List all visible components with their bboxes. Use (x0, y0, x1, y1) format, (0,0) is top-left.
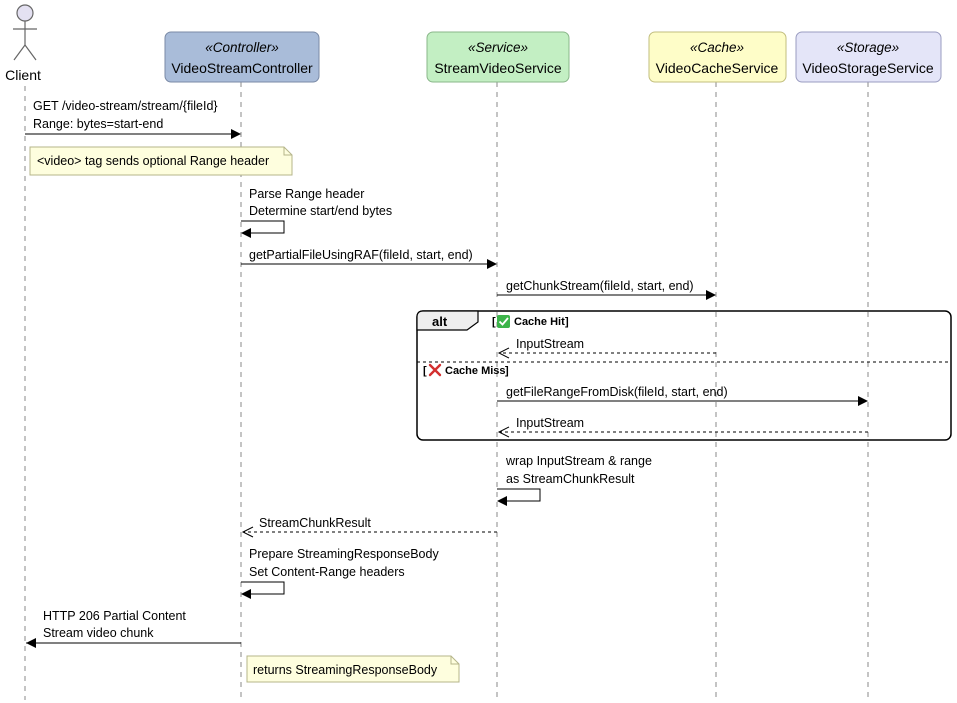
service-stereotype: «Service» (468, 40, 528, 55)
message-label-line1: wrap InputStream & range (505, 454, 652, 468)
guard-cache-miss: Cache Miss (445, 365, 506, 377)
svg-text:]: ] (565, 316, 569, 328)
svg-text:[: [ (423, 365, 427, 377)
participant-cache: «Cache» VideoCacheService (648, 31, 787, 83)
cross-icon (428, 363, 442, 377)
message-label: InputStream (516, 416, 584, 430)
message-prepare-response: Prepare StreamingResponseBody Set Conten… (241, 547, 439, 599)
svg-text:]: ] (505, 365, 509, 377)
message-http-206: HTTP 206 Partial Content Stream video ch… (26, 609, 241, 648)
alt-fragment: alt [ Cache Hit ] [ Cache Miss ] (416, 310, 952, 441)
storage-stereotype: «Storage» (837, 40, 899, 55)
message-input-stream-cache: InputStream (497, 337, 716, 359)
note-returns-streaming-body: returns StreamingResponseBody (246, 655, 460, 683)
message-label-line1: Parse Range header (249, 187, 364, 201)
client-label: Client (5, 67, 41, 83)
participant-storage: «Storage» VideoStorageService (795, 31, 942, 83)
controller-stereotype: «Controller» (205, 40, 279, 55)
check-icon (497, 315, 510, 328)
message-label-line1: GET /video-stream/stream/{fileId} (33, 99, 218, 113)
actor-head-icon (16, 4, 34, 22)
client-actor: Client (5, 4, 41, 83)
message-label-line1: Prepare StreamingResponseBody (249, 547, 439, 561)
note-range-header: <video> tag sends optional Range header (29, 146, 293, 176)
message-wrap-input-stream: wrap InputStream & range as StreamChunkR… (497, 454, 652, 506)
participant-service: «Service» StreamVideoService (426, 31, 570, 83)
message-label-line2: as StreamChunkResult (506, 472, 635, 486)
message-label-line2: Determine start/end bytes (249, 204, 392, 218)
guard-cache-hit: Cache Hit (514, 316, 565, 328)
message-label-line2: Stream video chunk (43, 626, 154, 640)
message-label: StreamChunkResult (259, 516, 371, 530)
message-stream-chunk-result: StreamChunkResult (241, 516, 497, 538)
alt-keyword: alt (432, 314, 448, 329)
svg-text:[: [ (492, 316, 496, 328)
message-label-line2: Set Content-Range headers (249, 565, 405, 579)
message-input-stream-storage: InputStream (497, 416, 868, 438)
cache-name: VideoCacheService (656, 60, 779, 76)
message-get-partial-file: getPartialFileUsingRAF(fileId, start, en… (241, 248, 497, 269)
message-get-video-stream: GET /video-stream/stream/{fileId} Range:… (25, 99, 241, 139)
cache-stereotype: «Cache» (690, 40, 744, 55)
message-parse-range: Parse Range header Determine start/end b… (241, 187, 392, 238)
message-label: getPartialFileUsingRAF(fileId, start, en… (249, 248, 473, 262)
participant-controller: «Controller» VideoStreamController (164, 31, 320, 83)
note-text: <video> tag sends optional Range header (37, 154, 269, 168)
service-name: StreamVideoService (434, 60, 562, 76)
message-label: InputStream (516, 337, 584, 351)
message-label-line1: HTTP 206 Partial Content (43, 609, 186, 623)
message-get-file-range: getFileRangeFromDisk(fileId, start, end) (497, 385, 868, 406)
storage-name: VideoStorageService (802, 60, 933, 76)
message-get-chunk-stream: getChunkStream(fileId, start, end) (497, 279, 716, 300)
message-label: getFileRangeFromDisk(fileId, start, end) (506, 385, 728, 399)
message-label-line2: Range: bytes=start-end (33, 117, 163, 131)
controller-name: VideoStreamController (171, 60, 313, 76)
message-label: getChunkStream(fileId, start, end) (506, 279, 694, 293)
note-text: returns StreamingResponseBody (253, 663, 438, 677)
